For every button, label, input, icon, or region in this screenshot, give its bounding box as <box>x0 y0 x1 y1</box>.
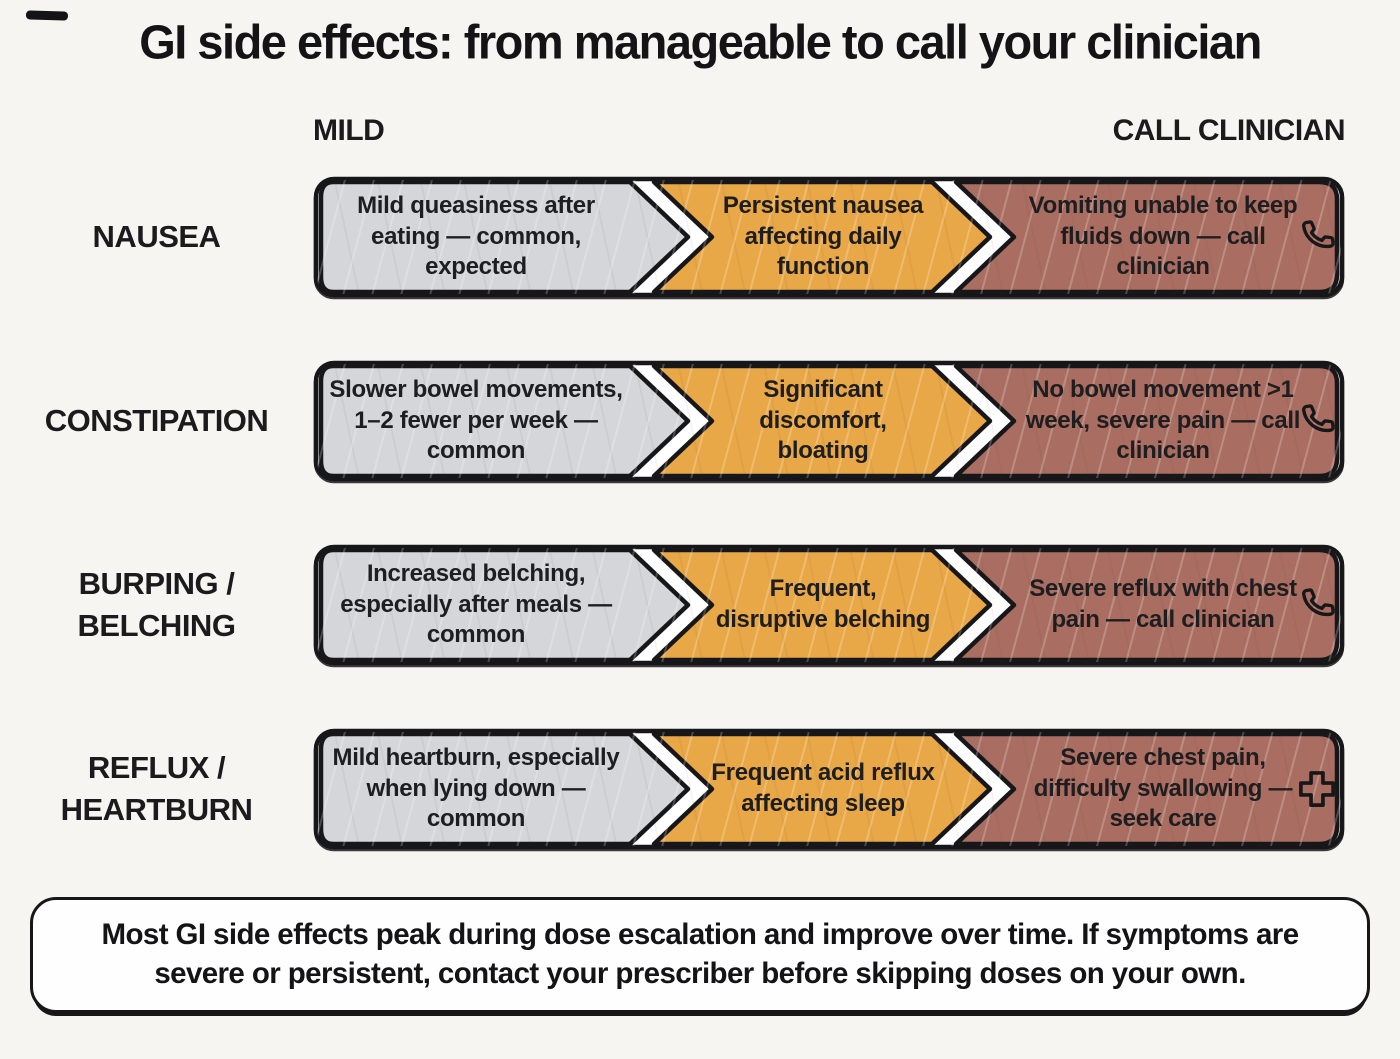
burping-severe-text: Severe reflux with chest pain — call cli… <box>1029 575 1297 633</box>
scale-label-call-clinician: CALL CLINICIAN <box>1112 114 1346 147</box>
footer-note-text: Most GI side effects peak during dose es… <box>101 918 1300 990</box>
row-constipation: CONSTIPATION Slower bowel movements, 1–2… <box>0 360 1400 482</box>
chevron-bar-graphic <box>313 728 1345 850</box>
nausea-severe-text: Vomiting unable to keep fluids down — ca… <box>1028 191 1298 281</box>
chevron-bar-graphic <box>313 544 1345 666</box>
medical-cross-icon <box>1295 767 1339 811</box>
row-label-reflux-heartburn: REFLUX / HEARTBURN <box>60 750 253 827</box>
chevron-bar-graphic <box>313 360 1345 482</box>
severity-bar-reflux: Mild heartburn, especially when lying do… <box>313 728 1345 850</box>
scale-label-mild: MILD <box>313 114 385 147</box>
phone-icon <box>1294 212 1344 262</box>
burping-moderate-text: Frequent, disruptive belching <box>715 575 931 633</box>
reflux-moderate-text: Frequent acid reflux affecting sleep <box>711 759 935 817</box>
nausea-moderate-text: Persistent nausea affecting daily functi… <box>722 191 924 281</box>
row-label-burping-belching: BURPING / BELCHING <box>77 566 236 643</box>
row-burping-belching: BURPING / BELCHING Increased belching, e… <box>0 544 1400 666</box>
row-nausea: NAUSEA Mild queasiness after eating — co… <box>0 176 1400 298</box>
severity-bar-nausea: Mild queasiness after eating — common, e… <box>313 176 1345 298</box>
row-label-constipation: CONSTIPATION <box>44 403 269 439</box>
phone-icon <box>1294 396 1344 446</box>
row-label-nausea: NAUSEA <box>92 219 221 255</box>
page-title: GI side effects: from manageable to call… <box>139 14 1262 69</box>
chevron-bar-graphic <box>313 176 1345 298</box>
nausea-mild-text: Mild queasiness after eating — common, e… <box>357 191 595 281</box>
constipation-moderate-text: Significant discomfort, bloating <box>759 375 887 465</box>
constipation-severe-text: No bowel movement >1 week, severe pain —… <box>1025 375 1301 465</box>
reflux-mild-text: Mild heartburn, especially when lying do… <box>332 743 620 833</box>
row-reflux-heartburn: REFLUX / HEARTBURN Mild heartburn, espec… <box>0 728 1400 850</box>
severity-scale: MILD CALL CLINICIAN <box>313 112 1346 150</box>
burping-mild-text: Increased belching, especially after mea… <box>340 559 612 649</box>
severity-bar-burping: Increased belching, especially after mea… <box>313 544 1345 666</box>
reflux-severe-text: Severe chest pain, difficulty swallowing… <box>1033 743 1293 833</box>
severity-bar-constipation: Slower bowel movements, 1–2 fewer per we… <box>313 360 1345 482</box>
infographic-page: GI side effects: from manageable to call… <box>0 10 1400 1059</box>
constipation-mild-text: Slower bowel movements, 1–2 fewer per we… <box>329 375 623 465</box>
phone-icon <box>1294 580 1344 630</box>
footer-note: Most GI side effects peak during dose es… <box>30 897 1370 1013</box>
